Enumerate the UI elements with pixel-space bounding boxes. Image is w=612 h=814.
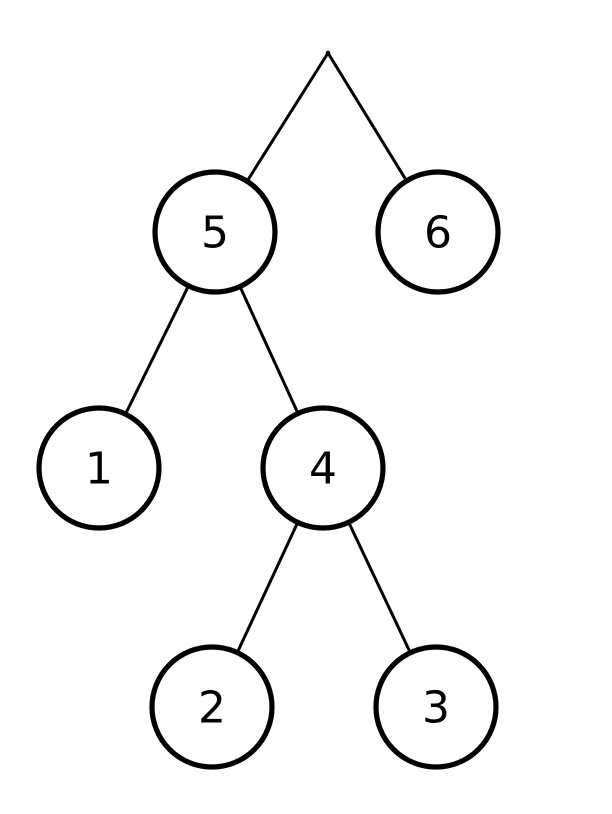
nodes-layer: 5 6 1 4 2 3 [36,50,501,770]
tree-node-1[interactable]: 1 [36,405,162,531]
node-circle-6[interactable] [375,169,501,295]
tree-node-2[interactable]: 2 [149,644,275,770]
tree-node-3[interactable]: 3 [373,644,499,770]
node-label-6: 6 [424,208,452,259]
node-circle-3[interactable] [373,644,499,770]
tree-node-5[interactable]: 5 [152,169,278,295]
node-circle-5[interactable] [152,169,278,295]
node-label-5: 5 [201,208,229,259]
node-circle-1[interactable] [36,405,162,531]
root-vertex-point[interactable] [325,50,331,56]
node-label-3: 3 [422,683,450,734]
tree-node-root[interactable] [325,50,331,56]
node-label-1: 1 [85,444,113,495]
node-label-4: 4 [309,444,337,495]
tree-node-6[interactable]: 6 [375,169,501,295]
node-circle-2[interactable] [149,644,275,770]
node-label-2: 2 [198,683,226,734]
tree-node-4[interactable]: 4 [260,405,386,531]
node-circle-4[interactable] [260,405,386,531]
